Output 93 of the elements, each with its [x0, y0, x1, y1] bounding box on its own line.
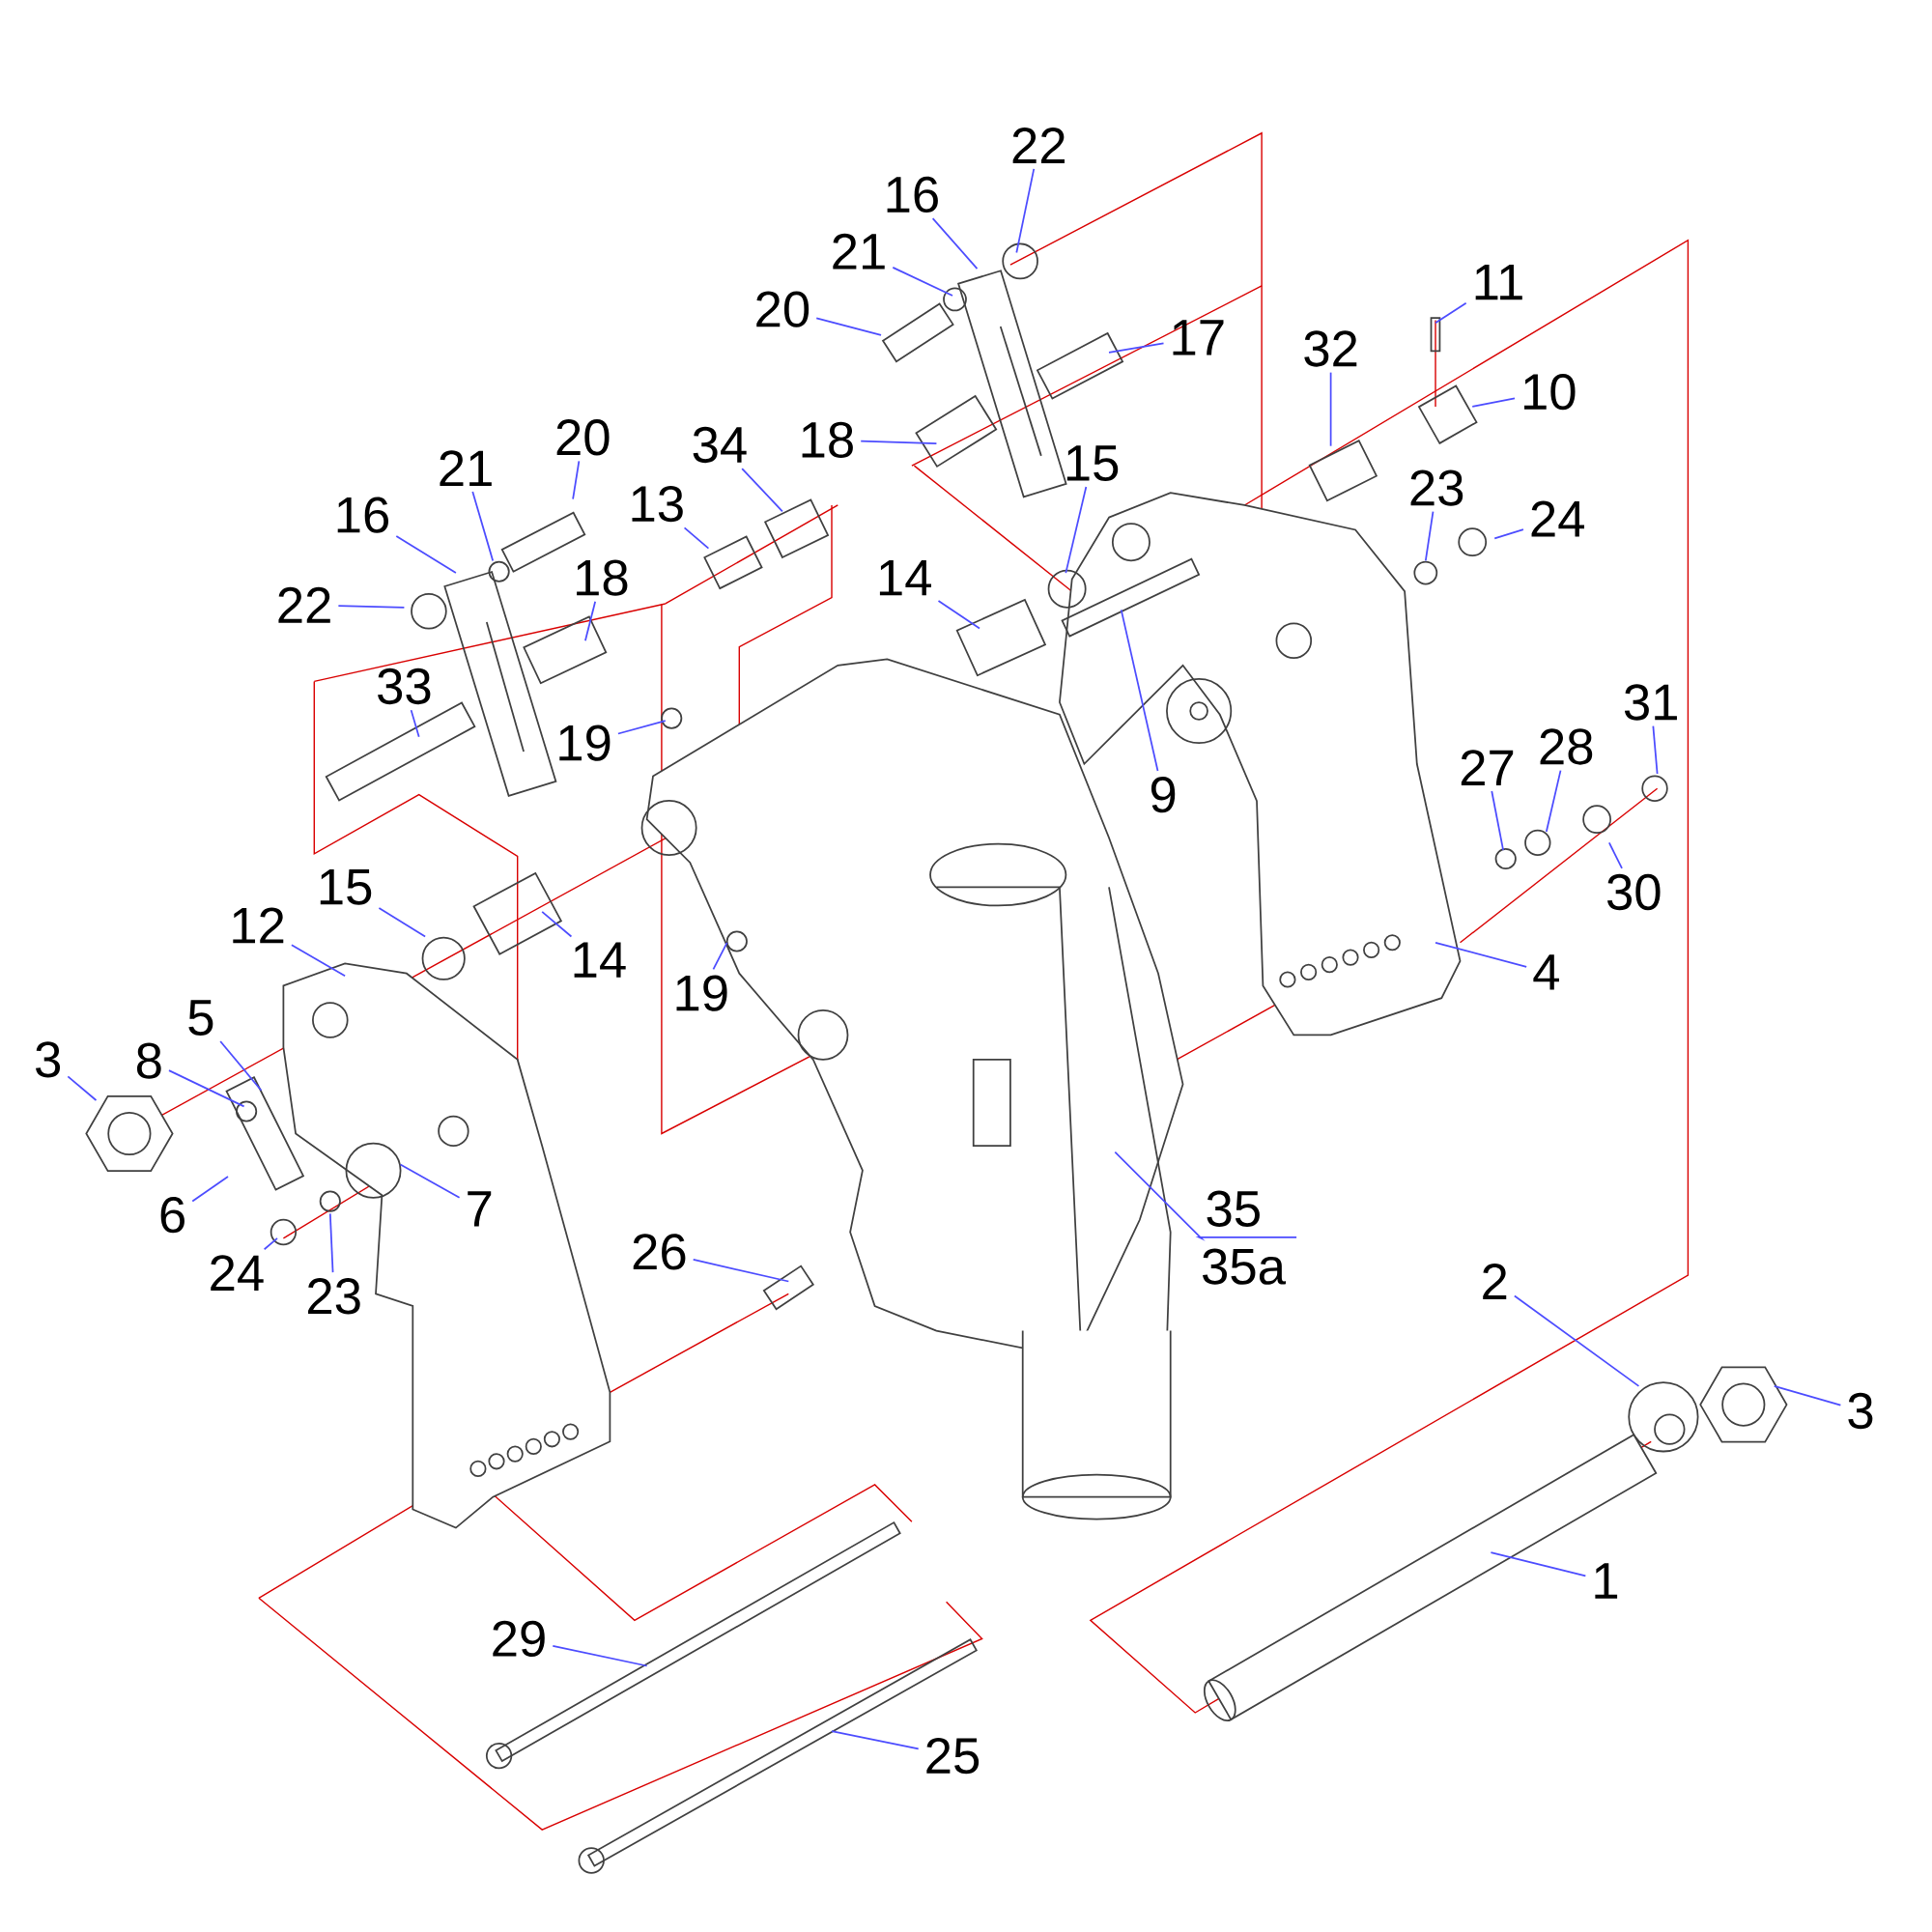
leader-line — [1424, 510, 1435, 562]
callout-number: 15 — [320, 869, 372, 905]
leader-line — [328, 1212, 334, 1274]
callout-number: 28 — [1540, 728, 1593, 765]
callout-number: 14 — [879, 560, 931, 596]
callout-number: 2 — [1483, 1264, 1507, 1299]
callout-number: 14 — [574, 942, 626, 978]
leader-line — [337, 605, 406, 609]
callout-number: 16 — [887, 176, 938, 213]
callout-number: 21 — [833, 233, 885, 270]
leader-line — [1491, 790, 1504, 851]
leader-line — [1435, 301, 1467, 325]
callout-number: 20 — [756, 291, 810, 327]
callout-number: 22 — [278, 586, 330, 623]
leader-line — [1773, 1385, 1842, 1406]
callout-number: 22 — [1012, 128, 1065, 163]
callout-number: 18 — [802, 421, 853, 459]
callout-number: 27 — [1461, 750, 1514, 785]
callout-number: 33 — [378, 668, 431, 705]
callout-number: 5 — [188, 1000, 213, 1036]
leader-line — [219, 1040, 263, 1092]
callout-number: 19 — [559, 724, 611, 761]
leader-line — [471, 491, 495, 562]
callout-number: 15 — [1066, 445, 1119, 481]
leader-line — [399, 1163, 461, 1199]
callout-number: 3 — [1848, 1392, 1873, 1430]
callout-number: 4 — [1533, 954, 1559, 990]
leader-line — [1490, 1551, 1587, 1577]
callout-number: 17 — [1173, 320, 1224, 355]
leader-line — [1545, 769, 1562, 833]
callout-number: 19 — [676, 975, 727, 1011]
leader-line — [1652, 724, 1659, 775]
callout-number: 18 — [577, 559, 628, 596]
leader-line — [191, 1176, 229, 1203]
callout-number: 21 — [440, 450, 492, 487]
leader-line — [1108, 342, 1165, 354]
leader-line — [617, 720, 667, 735]
callout-number: 6 — [160, 1197, 185, 1234]
leader-line — [683, 526, 710, 550]
leader-line — [741, 468, 783, 513]
callout-number: 35 — [1207, 1190, 1260, 1227]
leader-line — [584, 600, 597, 642]
leader-line — [892, 267, 953, 297]
callout-number: 32 — [1304, 330, 1357, 367]
leader-line — [395, 535, 457, 574]
callout-number: 29 — [493, 1620, 545, 1658]
leader-line — [1120, 609, 1159, 772]
callout-number: 16 — [337, 497, 388, 533]
leader-line — [1471, 397, 1516, 408]
callout-number: 11 — [1475, 264, 1522, 300]
leader-line — [860, 440, 938, 445]
callout-number: 20 — [556, 419, 610, 456]
callout-number: 25 — [926, 1737, 980, 1775]
leader-line — [1015, 168, 1036, 254]
callout-number: 31 — [1624, 684, 1677, 721]
callout-number: 30 — [1607, 873, 1661, 911]
leader-line — [931, 217, 979, 270]
leader-line — [1329, 371, 1332, 447]
callout-number: 23 — [1410, 469, 1463, 506]
callout-number: 24 — [211, 1255, 264, 1291]
leader-line — [168, 1069, 245, 1108]
leader-line — [263, 1237, 278, 1251]
leader-line — [541, 911, 573, 938]
leader-line — [572, 460, 581, 500]
callout-number: 12 — [233, 907, 284, 944]
leader-line — [1607, 841, 1623, 869]
leader-line — [291, 944, 346, 978]
leader-line — [552, 1645, 648, 1667]
leader-line — [378, 907, 426, 938]
callout-number: 1 — [1595, 1563, 1618, 1599]
leader-line — [1513, 1294, 1640, 1387]
leader-line — [712, 941, 728, 971]
leader-line — [815, 317, 882, 336]
callout-number: 8 — [136, 1042, 161, 1079]
callout-number: 23 — [308, 1278, 360, 1315]
leader-line — [1114, 1151, 1297, 1241]
leader-line — [1493, 528, 1524, 540]
callout-number: 24 — [1531, 500, 1584, 537]
callout-number: 13 — [632, 486, 683, 523]
callout-number: 9 — [1151, 777, 1176, 813]
leader-line — [937, 600, 980, 630]
callout-number: 35a — [1203, 1248, 1286, 1285]
leader-line — [1065, 486, 1088, 574]
leader-line — [1435, 941, 1528, 968]
callout-number: 7 — [468, 1191, 492, 1227]
leader-line — [410, 709, 420, 738]
leader-line — [831, 1730, 920, 1750]
callout-number: 10 — [1524, 373, 1576, 411]
callout-number: 34 — [693, 426, 747, 464]
callout-number: 3 — [36, 1041, 61, 1078]
leader-line — [67, 1075, 98, 1101]
callout-number: 26 — [633, 1234, 686, 1270]
leader-line — [692, 1259, 790, 1283]
